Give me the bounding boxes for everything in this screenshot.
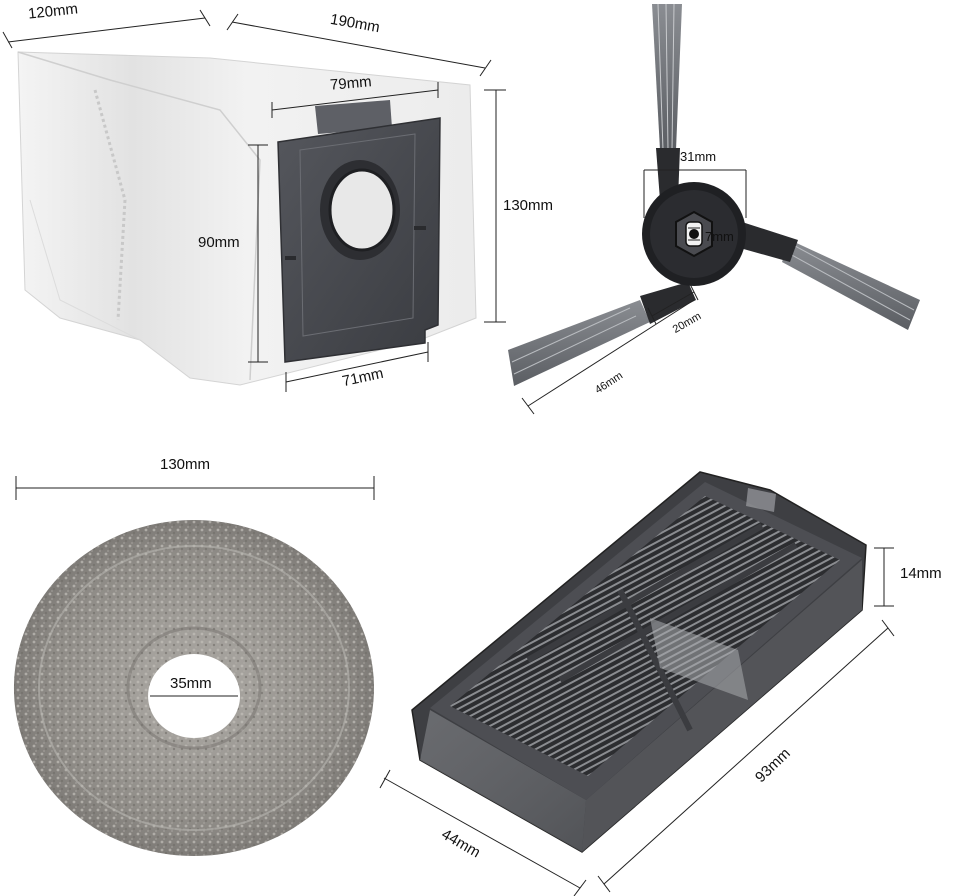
hepa-filter (379, 471, 895, 896)
dust-bag (2, 9, 506, 392)
dust-bag-seam (93, 89, 127, 321)
mop-pad (13, 476, 375, 856)
dust-bag-dimension-lines (2, 9, 506, 392)
dust-bag-plate-height-label: 90mm (198, 234, 240, 251)
hepa-filter-height-label: 14mm (900, 565, 942, 582)
side-brush (508, 3, 920, 415)
mop-pad-diameter-label: 130mm (160, 456, 211, 473)
side-brush-bristles-right (782, 240, 920, 330)
dust-bag-height-label: 130mm (503, 197, 554, 214)
side-brush-dimension-lines (521, 169, 747, 415)
side-brush-span-label: 31mm (680, 149, 717, 164)
hepa-filter-dimension-lines (379, 547, 895, 896)
dust-bag-plate (277, 100, 441, 363)
dust-bag-opening-width-label: 79mm (329, 73, 373, 94)
side-brush-hub-label: 7mm (705, 229, 734, 244)
mop-pad-hole-label: 35mm (170, 675, 212, 692)
dust-bag-fold (17, 51, 261, 381)
